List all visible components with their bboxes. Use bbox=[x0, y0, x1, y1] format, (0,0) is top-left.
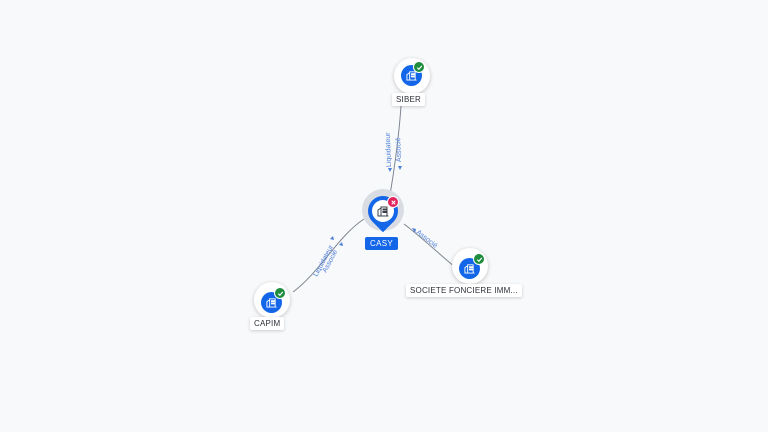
building-icon bbox=[464, 264, 475, 274]
node-casy-label: CASY bbox=[365, 237, 398, 250]
arrow-siber-1 bbox=[388, 168, 392, 172]
building-icon bbox=[377, 206, 389, 217]
node-capim-label: CAPIM bbox=[250, 317, 285, 330]
node-siber-label: SIBER bbox=[392, 93, 426, 106]
building-icon bbox=[266, 298, 277, 308]
edge-label-siber-associe: Associé bbox=[395, 137, 403, 162]
node-capim-status-badge bbox=[274, 287, 286, 299]
check-icon bbox=[416, 65, 422, 70]
arrow-siber-2 bbox=[398, 166, 402, 170]
arrow-societe bbox=[412, 228, 416, 233]
x-icon bbox=[390, 199, 396, 205]
node-siber-status-badge bbox=[413, 61, 425, 73]
edge-societe-casy bbox=[403, 223, 456, 268]
node-casy[interactable]: CASY bbox=[360, 188, 410, 254]
edge-label-siber-liquidateur: Liquidateur bbox=[385, 132, 393, 168]
node-societe-label: SOCIETE FONCIERE IMM... bbox=[406, 284, 522, 297]
check-icon bbox=[277, 291, 283, 296]
node-societe-status-badge bbox=[473, 253, 485, 265]
check-icon bbox=[476, 257, 482, 262]
node-capim[interactable]: CAPIM bbox=[249, 280, 297, 332]
node-societe-fonciere[interactable]: SOCIETE FONCIERE IMM... bbox=[406, 247, 536, 301]
arrow-capim-2 bbox=[339, 242, 343, 246]
node-casy-status-badge bbox=[387, 196, 399, 208]
edge-capim-casy bbox=[292, 218, 365, 293]
arrow-capim-1 bbox=[330, 236, 334, 240]
edge-siber-casy bbox=[389, 105, 402, 196]
node-siber[interactable]: SIBER bbox=[392, 55, 432, 111]
